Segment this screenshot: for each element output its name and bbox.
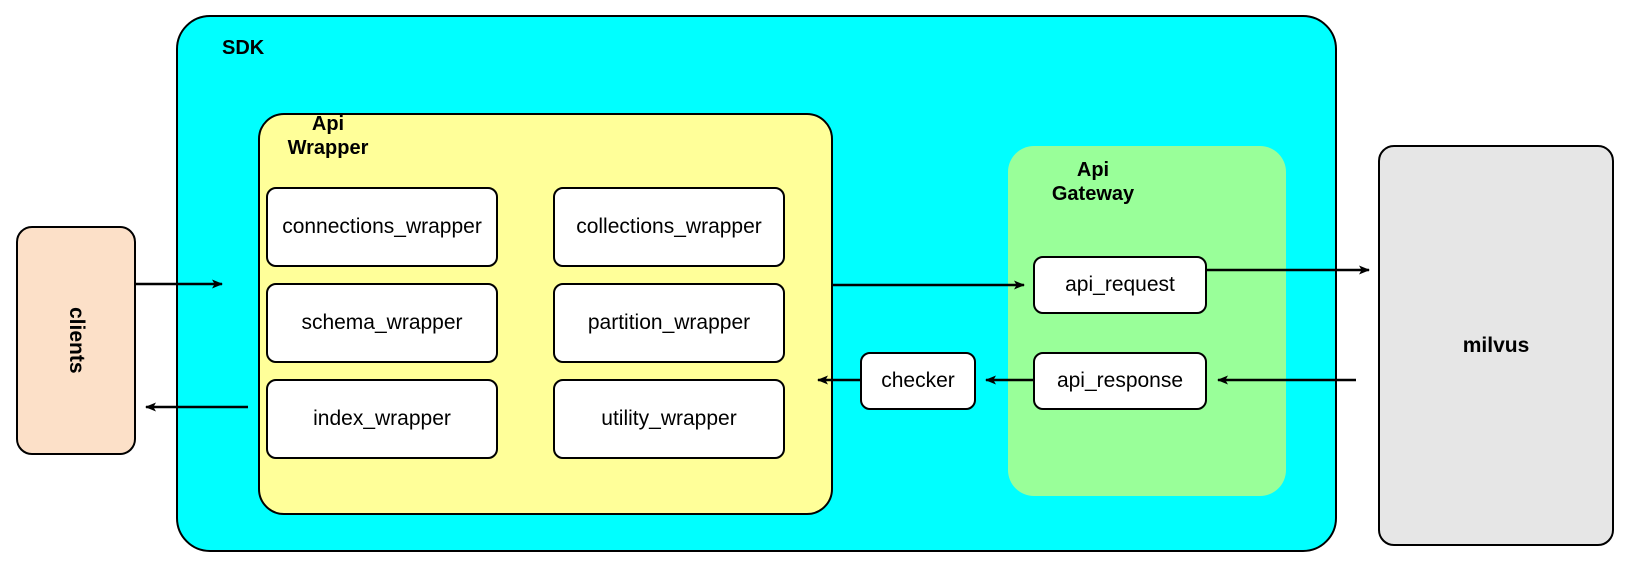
api-response-label: api_response <box>1056 369 1184 392</box>
checker-node[interactable]: checker <box>860 352 976 410</box>
api-request-node[interactable]: api_request <box>1033 256 1207 314</box>
utility-wrapper-label: utility_wrapper <box>601 407 737 430</box>
api-gateway-title: Api Gateway <box>1051 159 1135 206</box>
checker-label: checker <box>881 369 955 392</box>
api-gateway-container <box>1008 146 1286 496</box>
utility-wrapper-node[interactable]: utility_wrapper <box>553 379 785 459</box>
milvus-label: milvus <box>1462 333 1530 357</box>
schema-wrapper-node[interactable]: schema_wrapper <box>266 283 498 363</box>
connections-wrapper-node[interactable]: connections_wrapper <box>266 187 498 267</box>
schema-wrapper-label: schema_wrapper <box>301 311 463 334</box>
connections-wrapper-label: connections_wrapper <box>282 215 482 238</box>
index-wrapper-label: index_wrapper <box>313 407 451 430</box>
collections-wrapper-label: collections_wrapper <box>576 215 762 238</box>
api-response-node[interactable]: api_response <box>1033 352 1207 410</box>
milvus-node[interactable]: milvus <box>1378 145 1614 546</box>
api-wrapper-title: Api Wrapper <box>287 113 369 160</box>
partition-wrapper-node[interactable]: partition_wrapper <box>553 283 785 363</box>
clients-node[interactable]: clients <box>16 226 136 455</box>
partition-wrapper-label: partition_wrapper <box>587 311 751 334</box>
clients-label: clients <box>65 307 88 374</box>
api-request-label: api_request <box>1065 273 1175 296</box>
collections-wrapper-node[interactable]: collections_wrapper <box>553 187 785 267</box>
sdk-title: SDK <box>222 37 265 59</box>
index-wrapper-node[interactable]: index_wrapper <box>266 379 498 459</box>
